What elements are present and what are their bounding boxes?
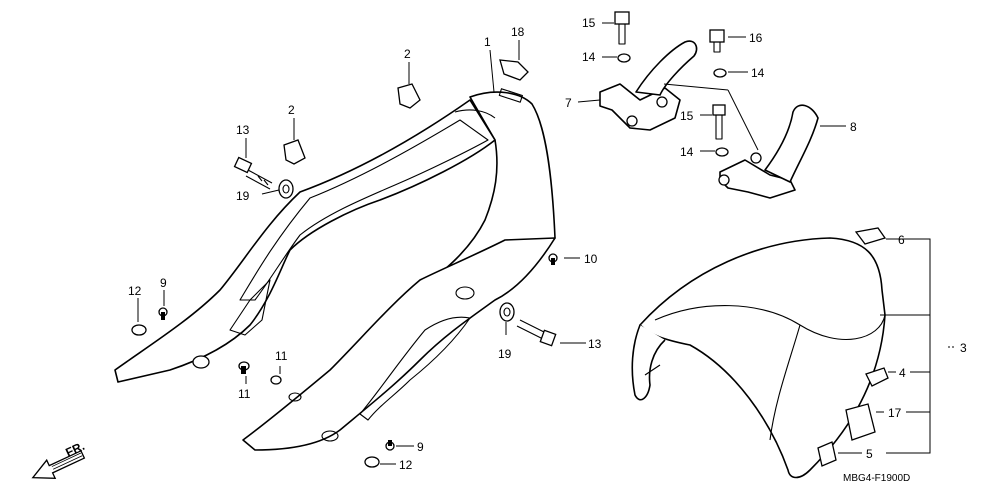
callout-12: 12 [399, 458, 413, 472]
callout-9: 9 [160, 276, 167, 290]
screw-part-9a [158, 307, 168, 320]
washer-part-14b [713, 68, 727, 78]
front-direction-arrow-icon [31, 449, 86, 479]
pad-part-17 [845, 403, 876, 441]
callout-9: 9 [417, 440, 424, 454]
pad-part-4 [865, 367, 889, 387]
callout-12: 12 [128, 284, 142, 298]
callout-7: 7 [565, 96, 572, 110]
callout-6: 6 [898, 233, 905, 247]
clip-part-18 [499, 59, 529, 81]
callout-2: 2 [404, 47, 411, 61]
callout-14: 14 [751, 66, 765, 80]
callout-16: 16 [749, 31, 763, 45]
callout-3: 3 [960, 341, 967, 355]
clip-part-2b [283, 139, 306, 165]
callout-14: 14 [680, 145, 694, 159]
callout-4: 4 [899, 366, 906, 380]
callout-15: 15 [680, 109, 694, 123]
callout-11: 11 [238, 387, 251, 401]
clip-part-200 [192, 355, 210, 369]
screw-part-11b [270, 375, 282, 385]
callout-19: 19 [498, 347, 512, 361]
bolt-part-15a [614, 11, 630, 45]
clip-part-12b [364, 456, 380, 468]
callout-15: 15 [582, 16, 596, 30]
rear-cowl-part [114, 88, 556, 451]
clip-part-12a [131, 324, 147, 336]
callout-13: 13 [236, 123, 250, 137]
callout-5: 5 [866, 447, 873, 461]
leader-lines [137, 22, 956, 465]
collar-part-19b [499, 302, 515, 322]
bolt-part-15b [712, 104, 726, 140]
callout-labels: 1 2 2 18 13 19 10 12 9 11 11 13 19 9 12 … [128, 16, 967, 472]
callout-2: 2 [288, 103, 295, 117]
screw-part-9b [385, 440, 395, 451]
washer-part-14a [617, 53, 631, 63]
callout-11: 11 [275, 349, 288, 363]
callout-13: 13 [588, 337, 602, 351]
grab-rail-part-8 [718, 104, 819, 199]
callout-17: 17 [888, 406, 902, 420]
collar-part-19a [278, 179, 294, 199]
bolt-part-13a [233, 156, 273, 190]
figure-code: MBG4-F1900D [843, 473, 910, 484]
callout-18: 18 [511, 25, 525, 39]
callout-19: 19 [236, 189, 250, 203]
screw-part-11a [238, 361, 250, 374]
bolt-part-13b [516, 319, 557, 347]
callout-10: 10 [584, 252, 598, 266]
pad-part-5 [817, 441, 837, 467]
callout-14: 14 [582, 50, 596, 64]
pad-part-6 [854, 227, 887, 245]
bolt-part-16 [709, 29, 725, 53]
seat-cowl-part [631, 237, 886, 479]
grab-rail-part-7 [599, 40, 698, 131]
clip-part-2a [397, 83, 421, 109]
callout-8: 8 [850, 120, 857, 134]
callout-1: 1 [484, 35, 491, 49]
washer-part-14c [715, 147, 729, 157]
screw-part-10 [548, 253, 558, 265]
